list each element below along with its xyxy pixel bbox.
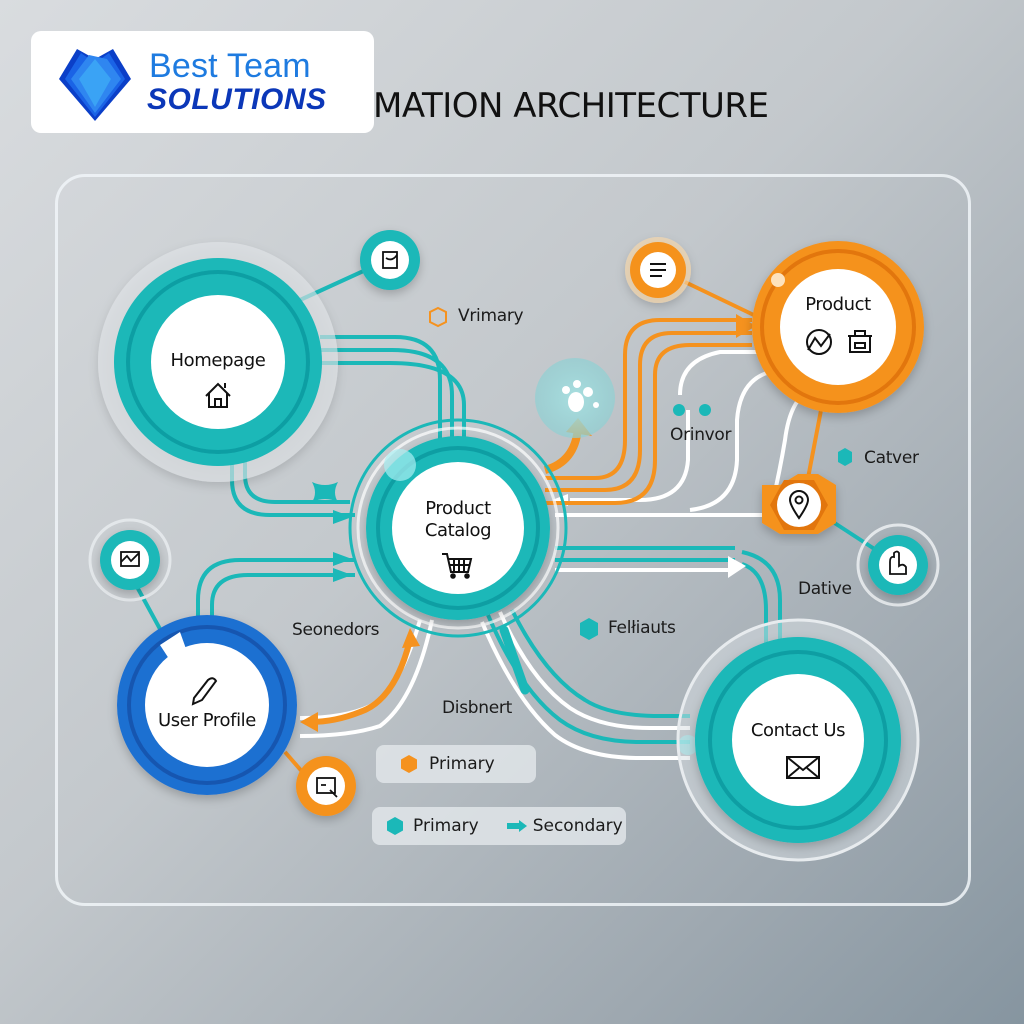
box-icon bbox=[848, 330, 872, 353]
list-icon bbox=[650, 263, 666, 277]
legend-primary-secondary: Primary Secondary bbox=[372, 807, 626, 845]
checklist-icon bbox=[382, 251, 398, 269]
homepage-node-graphic bbox=[98, 242, 338, 482]
pen-icon bbox=[191, 677, 218, 706]
label-disbnert: Disbnert bbox=[442, 698, 512, 718]
label-dative: Dative bbox=[798, 579, 852, 599]
label-orinvor: Orinvor bbox=[670, 425, 732, 445]
chart-trend-icon bbox=[806, 329, 832, 355]
product-node[interactable]: Product bbox=[780, 294, 896, 315]
label-felhauts: Felłiauts bbox=[608, 618, 676, 638]
contact-us-node[interactable]: Contact Us bbox=[732, 720, 864, 741]
product-catalog-node[interactable]: Product Catalog bbox=[392, 498, 524, 542]
connector-catalog-contact bbox=[480, 609, 690, 760]
vrimary-hex-outline-icon bbox=[429, 306, 447, 328]
screen-cursor-icon bbox=[316, 777, 338, 798]
teal-arrow-icon bbox=[506, 820, 527, 832]
satellite-screen-graphic bbox=[296, 756, 356, 816]
user-profile-label: User Profile bbox=[158, 710, 256, 731]
logo-text-best-team: Best Team bbox=[149, 47, 311, 85]
connector-catalog-right bbox=[555, 546, 782, 645]
product-catalog-label-line2: Catalog bbox=[424, 520, 492, 541]
diagram-frame bbox=[55, 174, 971, 906]
product-catalog-label-line1: Product bbox=[425, 498, 491, 519]
hand-icon bbox=[889, 550, 907, 575]
logo-diamond-icon bbox=[59, 49, 131, 121]
envelope-icon bbox=[786, 756, 820, 779]
connector-catalog-user-return bbox=[299, 619, 434, 738]
connector-location-hand bbox=[828, 518, 878, 552]
sparkle-cluster-icon bbox=[562, 380, 599, 412]
house-icon bbox=[205, 382, 231, 408]
product-node-graphic bbox=[752, 241, 924, 413]
orange-hexagon-icon bbox=[401, 755, 417, 773]
sparkle-decoration-icon bbox=[312, 482, 338, 502]
catalog-node-graphic bbox=[348, 418, 568, 638]
legend-primary-teal-label: Primary bbox=[413, 816, 479, 836]
label-catver: Catver bbox=[864, 448, 919, 468]
catver-hex-icon bbox=[838, 448, 852, 466]
felhauts-hex-icon bbox=[580, 618, 598, 640]
page-title: MATION ARCHITECTURE bbox=[373, 86, 769, 126]
label-vrimary: Vrimary bbox=[458, 306, 524, 326]
connector-list-product bbox=[684, 280, 761, 320]
shopping-cart-icon bbox=[442, 553, 473, 579]
connector-user-catalog bbox=[196, 558, 355, 640]
legend-secondary-label: Secondary bbox=[532, 816, 623, 836]
teal-dot-icon bbox=[699, 404, 711, 416]
homepage-label: Homepage bbox=[170, 350, 266, 371]
map-pin-icon bbox=[788, 490, 810, 520]
satellite-hand-graphic bbox=[856, 523, 940, 607]
legend-primary-orange-label: Primary bbox=[429, 754, 495, 774]
product-label: Product bbox=[805, 294, 871, 315]
contact-node-graphic bbox=[676, 618, 920, 862]
logo-text-solutions: SOLUTIONS bbox=[147, 83, 327, 116]
logo-card: Best Team SOLUTIONS bbox=[31, 31, 374, 133]
connector-product-location bbox=[806, 404, 824, 479]
teal-dot-icon bbox=[673, 404, 685, 416]
homepage-node[interactable]: Homepage bbox=[151, 350, 285, 371]
contact-us-label: Contact Us bbox=[750, 720, 846, 741]
connector-homepage-catalog-top bbox=[320, 335, 466, 440]
mail-chart-icon bbox=[120, 551, 140, 567]
user-profile-node-graphic bbox=[117, 615, 297, 795]
label-seonedors: Seonedors bbox=[292, 620, 380, 640]
connector-catalog-product bbox=[545, 318, 752, 505]
legend-primary-orange: Primary bbox=[376, 745, 536, 783]
user-profile-node[interactable]: User Profile bbox=[145, 710, 269, 731]
teal-hexagon-icon bbox=[387, 817, 403, 835]
